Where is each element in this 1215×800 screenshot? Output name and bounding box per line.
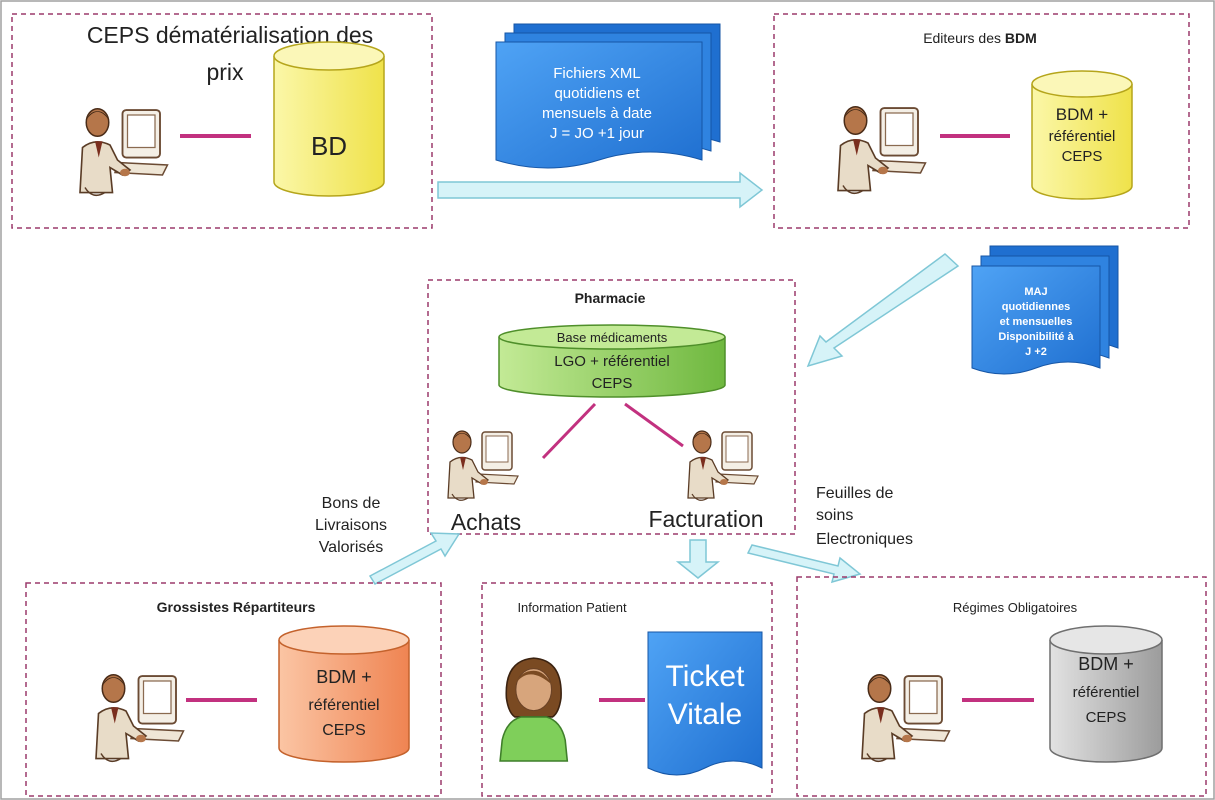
- database-label-line2: LGO + référentiel: [554, 353, 669, 370]
- database-cylinder: [1049, 625, 1163, 763]
- database-cylinder: [278, 625, 410, 763]
- box-ceps: CEPS dématérialisation des prix BD: [11, 13, 433, 229]
- database-label-line3: CEPS: [1062, 148, 1103, 165]
- feuilles-line2: soins: [816, 507, 853, 524]
- box-editeurs-title: Editeurs des BDM: [923, 30, 1037, 46]
- box-pharmacie-title: Pharmacie: [575, 290, 646, 306]
- bons-line2: Livraisons: [315, 517, 387, 534]
- box-regimes-title: Régimes Obligatoires: [953, 600, 1078, 615]
- database-label-line3: CEPS: [322, 722, 366, 739]
- box-information-patient: Information Patient Ticket Vitale: [481, 582, 773, 797]
- label-bons-livraisons: Bons de Livraisons Valorisés: [315, 495, 387, 556]
- database-cylinder: [498, 324, 726, 398]
- database-label: BD: [311, 131, 347, 161]
- database-cylinder: [273, 41, 385, 197]
- facturation-label: Facturation: [648, 506, 763, 532]
- box-pharmacie-border: [427, 279, 796, 535]
- connector-line: [541, 402, 597, 460]
- xml-doc-line1: Fichiers XML: [553, 65, 641, 82]
- box-editeurs-title-bold: BDM: [1005, 30, 1037, 46]
- feuilles-line3: Electroniques: [816, 531, 913, 548]
- maj-doc-line1: MAJ: [1024, 286, 1047, 298]
- box-information-title: Information Patient: [517, 600, 627, 615]
- patient-icon: [499, 657, 569, 762]
- maj-doc-line2: quotidiennes: [1002, 301, 1070, 313]
- xml-doc-line4: J = JO +1 jour: [550, 125, 644, 142]
- box-ceps-border: [11, 13, 433, 229]
- ticket-line1: Ticket: [666, 660, 746, 693]
- database-label-line3: CEPS: [592, 375, 633, 392]
- xml-doc-line2: quotidiens et: [554, 85, 640, 102]
- maj-doc-line4: Disponibilité à: [998, 331, 1074, 343]
- box-editeurs-border: [773, 13, 1190, 229]
- box-ceps-title-line2: prix: [206, 59, 244, 85]
- arrow-facturation-to-regimes: [746, 544, 862, 584]
- operator-icon: [447, 430, 519, 501]
- database-label-line1: BDM +: [1056, 105, 1109, 124]
- arrow-editeurs-to-pharmacie: [806, 253, 960, 368]
- achats-label: Achats: [451, 509, 521, 535]
- box-information-border: [481, 582, 773, 797]
- box-editeurs: Editeurs des BDM BDM + référentiel CEPS: [773, 13, 1190, 229]
- document-stack-maj: MAJ quotidiennes et mensuelles Disponibi…: [971, 245, 1119, 375]
- operator-icon: [95, 673, 185, 763]
- box-regimes-border: [796, 576, 1207, 797]
- box-grossistes-title: Grossistes Répartiteurs: [157, 599, 316, 615]
- database-label-line1: BDM +: [1078, 654, 1134, 674]
- xml-doc-line3: mensuels à date: [542, 105, 652, 122]
- operator-icon: [79, 107, 169, 197]
- database-label-line3: CEPS: [1086, 709, 1127, 726]
- database-label-line2: référentiel: [1049, 128, 1116, 145]
- bons-line3: Valorisés: [319, 539, 384, 556]
- box-grossistes-border: [25, 582, 442, 797]
- operator-icon: [687, 430, 759, 501]
- box-regimes: Régimes Obligatoires BDM + référentiel C…: [796, 576, 1207, 797]
- arrow-facturation-to-patient: [675, 539, 721, 579]
- database-label-line2: référentiel: [1073, 684, 1140, 701]
- ticket-document: [647, 631, 763, 776]
- arrow-grossistes-to-achats: [368, 532, 461, 585]
- maj-doc-line5: J +2: [1025, 346, 1047, 358]
- ticket-line2: Vitale: [668, 698, 743, 731]
- document-stack-xml: Fichiers XML quotidiens et mensuels à da…: [495, 23, 721, 169]
- database-label-line1: BDM +: [316, 667, 372, 687]
- operator-icon: [837, 105, 927, 195]
- database-label-line1: Base médicaments: [557, 330, 668, 345]
- box-grossistes: Grossistes Répartiteurs BDM + référentie…: [25, 582, 442, 797]
- connector-line: [624, 402, 684, 448]
- label-feuilles-soins: Feuilles de soins Electroniques: [816, 485, 913, 548]
- box-editeurs-title-prefix: Editeurs des: [923, 30, 1005, 46]
- bons-line1: Bons de: [322, 495, 381, 512]
- feuilles-line1: Feuilles de: [816, 485, 893, 502]
- arrow-ceps-to-editeurs: [437, 171, 764, 209]
- maj-doc-line3: et mensuelles: [1000, 316, 1073, 328]
- database-cylinder: [1031, 70, 1133, 200]
- box-pharmacie: Pharmacie Base médicaments LGO + référen…: [427, 279, 796, 535]
- database-label-line2: référentiel: [308, 697, 379, 714]
- operator-icon: [861, 673, 951, 763]
